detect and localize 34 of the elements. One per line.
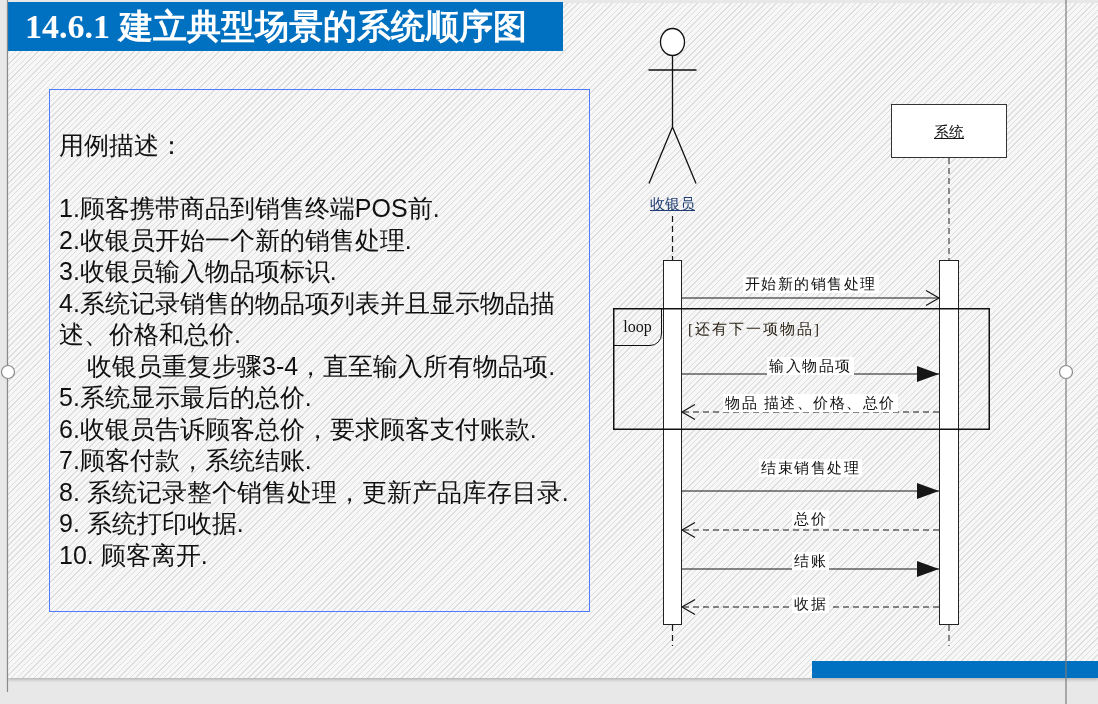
message-label: 结束销售处理 xyxy=(759,459,862,477)
return-arrow xyxy=(681,403,940,421)
message-label: 输入物品项 xyxy=(767,357,854,375)
object-box: 系统 xyxy=(891,104,1007,158)
title-banner: 14.6.1 建立典型场景的系统顺序图 xyxy=(7,2,563,51)
text-panel xyxy=(49,89,590,612)
list-item: 1.顾客携带商品到销售终端POS前. xyxy=(59,193,440,224)
note: 收银员重复步骤3-4，直至输入所有物品项. xyxy=(87,350,556,382)
message-arrow xyxy=(681,289,940,307)
list-item: 6.收银员告诉顾客总价，要求顾客支付账款. xyxy=(59,413,537,445)
loop-tag: loop xyxy=(613,308,662,346)
return-arrow xyxy=(681,598,940,616)
message-arrow xyxy=(681,483,940,499)
activation-bar xyxy=(663,260,682,625)
message-label: 总价 xyxy=(792,510,829,528)
list-item: 8. 系统记录整个销售处理，更新产品库存目录. xyxy=(59,476,569,508)
message-label: 物品 描述、价格、总价 xyxy=(723,394,898,412)
heading: 用例描述： xyxy=(59,130,184,161)
actor-name: 收银员 xyxy=(650,194,695,213)
lifeline xyxy=(948,157,950,261)
message-label: 开始新的销售处理 xyxy=(742,275,879,293)
list-item: 5.系统显示最后的总价. xyxy=(59,382,312,413)
message-label: 结账 xyxy=(792,552,829,570)
list-item: 2.收银员开始一个新的销售处理. xyxy=(59,224,412,256)
message-label: 收据 xyxy=(792,595,829,613)
lifeline xyxy=(671,215,674,261)
list-item: 9. 系统打印收据. xyxy=(59,508,244,539)
list-item: 3.收银员输入物品项标识. xyxy=(59,256,337,287)
activation-bar xyxy=(939,260,959,625)
guard-condition: [还有下一项物品] xyxy=(688,320,821,339)
list-item: 7.顾客付款，系统结账. xyxy=(59,445,312,476)
return-arrow xyxy=(681,521,940,539)
list-item: 10. 顾客离开. xyxy=(59,539,208,571)
list-item: 4.系统记录销售的物品项列表并且显示物品描述、价格和总价. xyxy=(59,287,556,350)
